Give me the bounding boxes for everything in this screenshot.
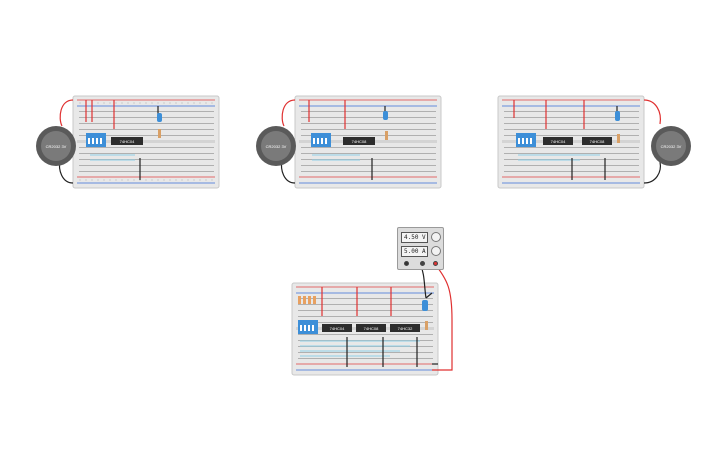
ic-chip-4c-label: 74HC32: [398, 326, 413, 331]
ic-chip-1[interactable]: [111, 137, 143, 145]
coin-battery-1-label: CR2032 3V: [46, 144, 67, 149]
resistor-4: [425, 321, 428, 330]
ic-chip-3a[interactable]: [543, 137, 573, 145]
resistor-2: [385, 131, 388, 140]
power-supply[interactable]: 4.50 V 5.00 A: [397, 227, 444, 270]
breadboard-1[interactable]: 74HC04 CR2032 3V: [36, 95, 220, 189]
led-1[interactable]: [157, 113, 162, 122]
psu-positive-terminal[interactable]: [433, 261, 438, 266]
breadboard-3[interactable]: 74HC04 74HC08 CR2032 3V: [497, 95, 691, 189]
ic-chip-1-label: 74HC04: [120, 139, 135, 144]
resistor-1: [158, 129, 161, 138]
ic-chip-4a[interactable]: [322, 324, 352, 332]
resistor-3: [617, 134, 620, 143]
ic-chip-2-label: 74HC08: [352, 139, 367, 144]
psu-negative-terminal[interactable]: [420, 261, 425, 266]
ic-chip-4c[interactable]: [390, 324, 420, 332]
voltage-knob[interactable]: [431, 232, 441, 242]
current-knob[interactable]: [431, 246, 441, 256]
ic-chip-4a-label: 74HC04: [330, 326, 345, 331]
led-3[interactable]: [615, 111, 620, 121]
ic-chip-3b[interactable]: [582, 137, 612, 145]
current-display: 5.00 A: [401, 246, 428, 257]
psu-ground-terminal[interactable]: [404, 261, 409, 266]
led-2[interactable]: [383, 111, 388, 120]
ic-chip-4b-label: 74HC08: [364, 326, 379, 331]
led-4[interactable]: [422, 300, 428, 311]
voltage-display: 4.50 V: [401, 232, 428, 243]
coin-battery-2-label: CR2032 3V: [266, 144, 287, 149]
resistor-bank: [298, 296, 316, 304]
breadboard-2[interactable]: 74HC08 CR2032 3V: [256, 95, 442, 189]
ic-chip-2[interactable]: [343, 137, 375, 145]
ic-chip-3b-label: 74HC08: [590, 139, 605, 144]
ic-chip-4b[interactable]: [356, 324, 386, 332]
breadboard-4[interactable]: 74HC04 74HC08 74HC32: [291, 282, 439, 376]
ic-chip-3a-label: 74HC04: [551, 139, 566, 144]
coin-battery-3-label: CR2032 3V: [661, 144, 682, 149]
